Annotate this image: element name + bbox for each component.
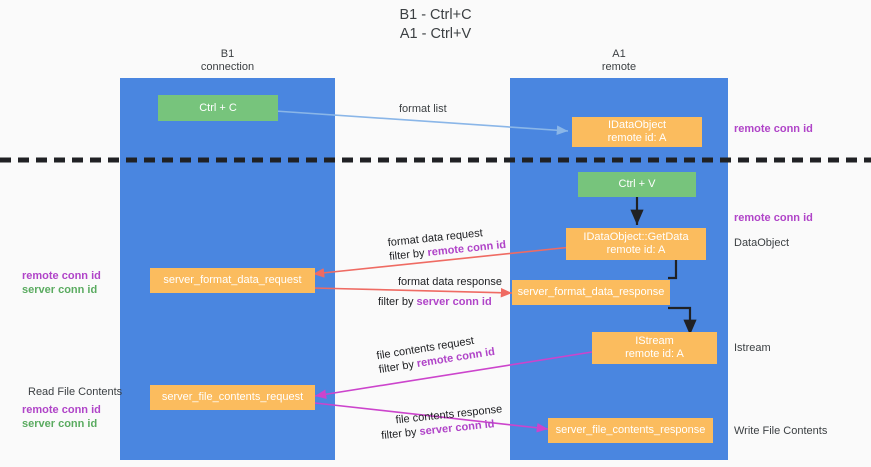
annotation-remote-conn-id-mid: remote conn id <box>734 212 813 224</box>
title-line-1: B1 - Ctrl+C <box>399 7 472 23</box>
box-idataobject-line1: IDataObject <box>607 119 667 131</box>
edge-label-format-data-response: format data response filter by server co… <box>378 275 502 309</box>
lane-b1-name: B1 <box>220 48 235 60</box>
lane-header-a1: A1 remote <box>510 48 728 74</box>
box-getdata-line1: IDataObject::GetData <box>583 231 689 243</box>
box-istream-line2: remote id: A <box>625 348 684 360</box>
box-server-format-data-response[interactable]: server_format_data_response <box>512 280 670 305</box>
annotation-left-remote-conn-id-mid: remote conn id <box>22 270 101 282</box>
annotation-istream: Istream <box>734 342 771 354</box>
box-ctrl-c[interactable]: Ctrl + C <box>158 95 278 121</box>
lane-b1-sub: connection <box>200 61 255 73</box>
edge-label-format-data-response-filter: filter by server conn id <box>378 295 502 309</box>
arrow-format-data-request <box>312 246 573 278</box>
page-title: B1 - Ctrl+C A1 - Ctrl+V <box>0 6 871 44</box>
box-istream[interactable]: IStream remote id: A <box>592 332 717 364</box>
box-istream-line1: IStream <box>635 335 674 347</box>
annotation-remote-conn-id-top: remote conn id <box>734 123 813 135</box>
box-server-file-contents-request[interactable]: server_file_contents_request <box>150 385 315 410</box>
title-line-2: A1 - Ctrl+V <box>399 26 472 42</box>
filter-prefix-2: filter by <box>378 296 417 308</box>
box-server-format-data-response-label: server_format_data_response <box>517 286 665 298</box>
box-server-file-contents-response-label: server_file_contents_response <box>555 424 706 436</box>
arrow-file-contents-request <box>314 351 593 399</box>
lane-a1-sub: remote <box>601 61 637 73</box>
arrow-response-to-istream <box>668 306 697 335</box>
annotation-dataobject: DataObject <box>734 237 790 249</box>
box-server-format-data-request-label: server_format_data_request <box>163 274 302 286</box>
box-ctrl-v[interactable]: Ctrl + V <box>578 172 696 197</box>
box-idataobject-line2: remote id: A <box>607 132 667 144</box>
arrow-file-contents-response <box>314 402 549 433</box>
box-server-file-contents-request-label: server_file_contents_request <box>161 391 304 403</box>
edge-label-format-list: format list <box>399 103 447 115</box>
box-idataobject[interactable]: IDataObject remote id: A <box>572 117 702 147</box>
box-getdata[interactable]: IDataObject::GetData remote id: A <box>566 228 706 260</box>
annotation-left-server-conn-id-mid: server conn id <box>22 284 98 296</box>
annotation-left-server-conn-id-bottom: server conn id <box>22 418 98 430</box>
box-ctrl-c-label: Ctrl + C <box>199 101 237 114</box>
annotation-left-remote-conn-id-bottom: remote conn id <box>22 404 101 416</box>
edge-label-format-data-response-main: format data response <box>398 276 502 288</box>
box-server-file-contents-response[interactable]: server_file_contents_response <box>548 418 713 443</box>
filter-key-2: server conn id <box>416 296 492 308</box>
box-server-format-data-request[interactable]: server_format_data_request <box>150 268 315 293</box>
box-getdata-line2: remote id: A <box>606 244 666 256</box>
annotation-read-file-contents: Read File Contents <box>28 386 123 398</box>
annotation-write-file-contents: Write File Contents <box>734 425 828 437</box>
arrow-format-list <box>274 110 569 136</box>
lane-header-b1: B1 connection <box>120 48 335 74</box>
lane-a1-name: A1 <box>612 48 626 60</box>
arrow-format-data-response <box>312 287 513 298</box>
box-ctrl-v-label: Ctrl + V <box>618 178 656 190</box>
